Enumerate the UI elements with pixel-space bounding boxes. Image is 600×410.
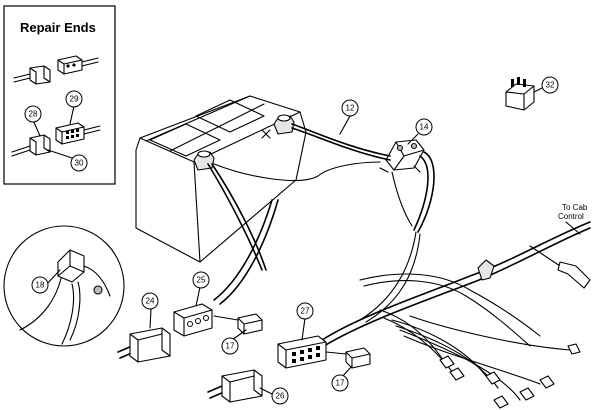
callout-25: 25 [192, 271, 210, 289]
connector-26 [207, 369, 263, 403]
leader-29 [69, 105, 75, 125]
svg-text:28: 28 [29, 110, 38, 119]
repair-plug-28 [11, 134, 51, 157]
detail-circle [3, 225, 125, 347]
callout-28: 28 [24, 105, 42, 123]
leader-30 [47, 149, 73, 159]
repair-plug-female [57, 55, 99, 75]
svg-text:32: 32 [546, 81, 555, 90]
relay [505, 77, 535, 111]
svg-text:12: 12 [346, 104, 355, 113]
connector-27 [277, 335, 327, 369]
callout-18: 18 [31, 276, 49, 294]
callout-27: 27 [296, 302, 314, 320]
connector-25 [173, 303, 213, 337]
note-line-1: To Cab [562, 203, 588, 212]
callout-17-right: 17 [331, 374, 349, 392]
svg-text:14: 14 [420, 123, 429, 132]
callout-24: 24 [141, 292, 159, 310]
svg-text:25: 25 [197, 276, 206, 285]
callout-12: 12 [341, 99, 359, 117]
svg-text:17: 17 [336, 379, 345, 388]
svg-text:27: 27 [301, 307, 310, 316]
leader-28 [32, 119, 41, 137]
connector-24 [117, 327, 171, 363]
plug-17-left [213, 313, 263, 335]
svg-text:24: 24 [146, 297, 155, 306]
callout-30: 30 [70, 154, 88, 172]
battery-positive-terminal [261, 114, 295, 139]
svg-text:26: 26 [276, 392, 285, 401]
to-cab-control-note: To Cab Control [558, 203, 588, 221]
callout-26: 26 [271, 387, 289, 405]
solenoid [379, 139, 425, 173]
callout-29: 29 [65, 90, 83, 108]
callout-17-left: 17 [221, 337, 239, 355]
svg-text:17: 17 [226, 342, 235, 351]
repair-ends-title: Repair Ends [20, 20, 96, 35]
callout-32: 32 [541, 76, 559, 94]
svg-text:30: 30 [75, 159, 84, 168]
svg-text:29: 29 [70, 95, 79, 104]
harness-wires [207, 123, 591, 409]
note-line-2: Control [558, 212, 584, 221]
repair-ends-panel: Repair Ends [3, 5, 116, 185]
callout-14: 14 [415, 118, 433, 136]
repair-socket-29 [55, 122, 101, 145]
repair-plug-male [13, 65, 51, 85]
plug-17-right [325, 347, 371, 369]
svg-text:18: 18 [36, 281, 45, 290]
